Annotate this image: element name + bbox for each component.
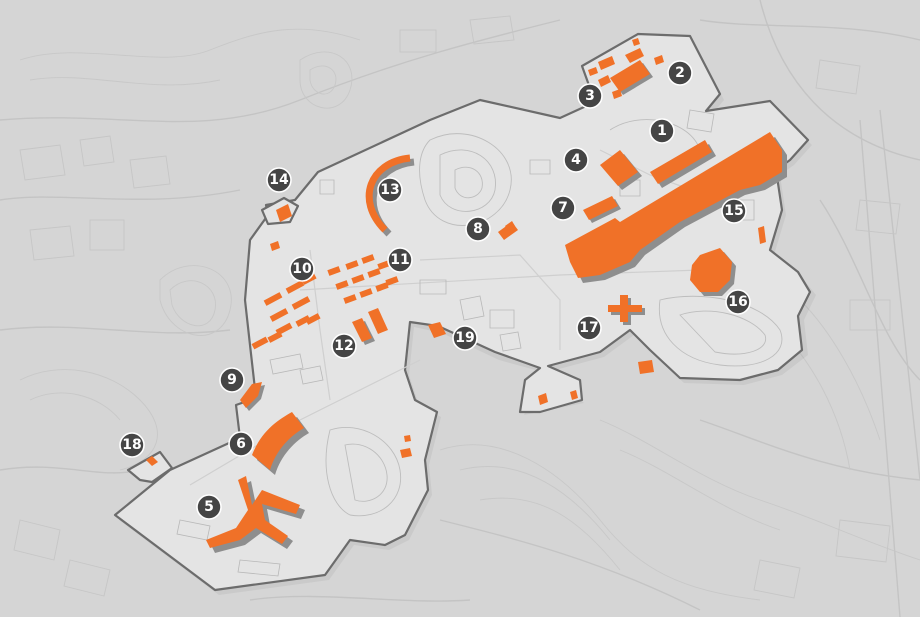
building-19 xyxy=(428,322,446,338)
marker-12[interactable]: 12 xyxy=(331,333,357,359)
building-3c xyxy=(612,89,622,99)
marker-4[interactable]: 4 xyxy=(563,147,589,173)
marker-13[interactable]: 13 xyxy=(377,177,403,203)
building-5 xyxy=(206,476,300,548)
marker-7-label: 7 xyxy=(558,200,568,216)
building-15b xyxy=(758,226,766,244)
building-4 xyxy=(600,150,638,186)
marker-6[interactable]: 6 xyxy=(228,431,254,457)
building-s5 xyxy=(404,435,411,442)
marker-15-label: 15 xyxy=(724,203,743,219)
marker-18[interactable]: 18 xyxy=(119,432,145,458)
building-11-group xyxy=(327,254,399,304)
marker-5[interactable]: 5 xyxy=(196,494,222,520)
marker-8[interactable]: 8 xyxy=(465,216,491,242)
building-s1 xyxy=(638,360,654,374)
building-2b xyxy=(625,48,644,63)
buildings xyxy=(146,38,787,553)
marker-10-label: 10 xyxy=(292,261,312,277)
building-10-group xyxy=(251,273,321,350)
building-18 xyxy=(146,456,158,466)
building-3d xyxy=(632,38,640,46)
marker-3[interactable]: 3 xyxy=(577,83,603,109)
building-6 xyxy=(252,412,304,470)
marker-16[interactable]: 16 xyxy=(725,289,751,315)
marker-9[interactable]: 9 xyxy=(219,367,245,393)
marker-11[interactable]: 11 xyxy=(387,247,413,273)
marker-13-label: 13 xyxy=(380,182,399,198)
building-14 xyxy=(276,204,292,222)
building-2 xyxy=(610,60,650,92)
marker-1-label: 1 xyxy=(657,123,667,139)
marker-11-label: 11 xyxy=(390,252,409,268)
building-16 xyxy=(690,248,732,292)
marker-5-label: 5 xyxy=(204,499,214,515)
marker-2-label: 2 xyxy=(675,65,685,81)
marker-14-label: 14 xyxy=(269,172,289,188)
building-9 xyxy=(240,382,262,408)
building-s3 xyxy=(570,390,578,400)
building-12 xyxy=(352,318,372,342)
building-3b xyxy=(588,67,598,76)
marker-10[interactable]: 10 xyxy=(289,256,315,282)
marker-12-label: 12 xyxy=(334,338,353,354)
building-s4 xyxy=(400,448,412,458)
marker-3-label: 3 xyxy=(585,88,595,104)
markers: 1 2 3 4 5 6 7 8 xyxy=(119,60,751,520)
marker-19-label: 19 xyxy=(455,330,474,346)
building-12b xyxy=(368,308,388,334)
marker-14[interactable]: 14 xyxy=(266,167,292,193)
building-13 xyxy=(365,154,411,233)
building-3 xyxy=(598,56,615,70)
marker-17[interactable]: 17 xyxy=(576,315,602,341)
marker-1[interactable]: 1 xyxy=(649,118,675,144)
marker-6-label: 6 xyxy=(236,436,246,452)
marker-8-label: 8 xyxy=(473,221,483,237)
building-15 xyxy=(565,132,782,278)
building-s2 xyxy=(538,393,548,405)
marker-19[interactable]: 19 xyxy=(452,325,478,351)
marker-4-label: 4 xyxy=(571,152,581,168)
marker-16-label: 16 xyxy=(728,294,747,310)
building-2c xyxy=(598,75,611,87)
building-14b xyxy=(270,241,280,251)
building-7 xyxy=(583,196,618,220)
building-1 xyxy=(650,140,712,184)
building-17 xyxy=(608,295,642,322)
marker-15[interactable]: 15 xyxy=(721,198,747,224)
marker-2[interactable]: 2 xyxy=(667,60,693,86)
marker-9-label: 9 xyxy=(227,372,237,388)
campus-annex-18 xyxy=(126,450,174,484)
marker-7[interactable]: 7 xyxy=(550,195,576,221)
marker-17-label: 17 xyxy=(579,320,598,336)
building-8b xyxy=(505,221,515,231)
building-3e xyxy=(654,55,664,65)
marker-18-label: 18 xyxy=(122,437,141,453)
